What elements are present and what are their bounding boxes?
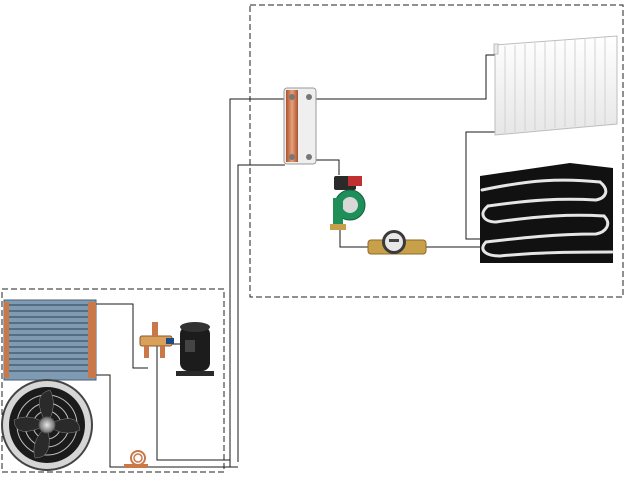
axial-fan xyxy=(1,379,93,471)
four-way-valve xyxy=(139,322,174,358)
circulation-pump xyxy=(330,176,366,230)
water-meter xyxy=(367,230,427,255)
indoor-unit-border xyxy=(249,4,624,298)
outdoor-unit-border xyxy=(1,288,225,473)
condenser-coil xyxy=(3,299,97,381)
panel-radiator xyxy=(493,35,618,136)
expansion-capillary xyxy=(124,450,148,468)
connection-lines xyxy=(96,54,497,468)
underfloor-heating-loop xyxy=(480,163,614,263)
scroll-compressor xyxy=(176,322,214,376)
plate-heat-exchanger xyxy=(283,87,317,165)
